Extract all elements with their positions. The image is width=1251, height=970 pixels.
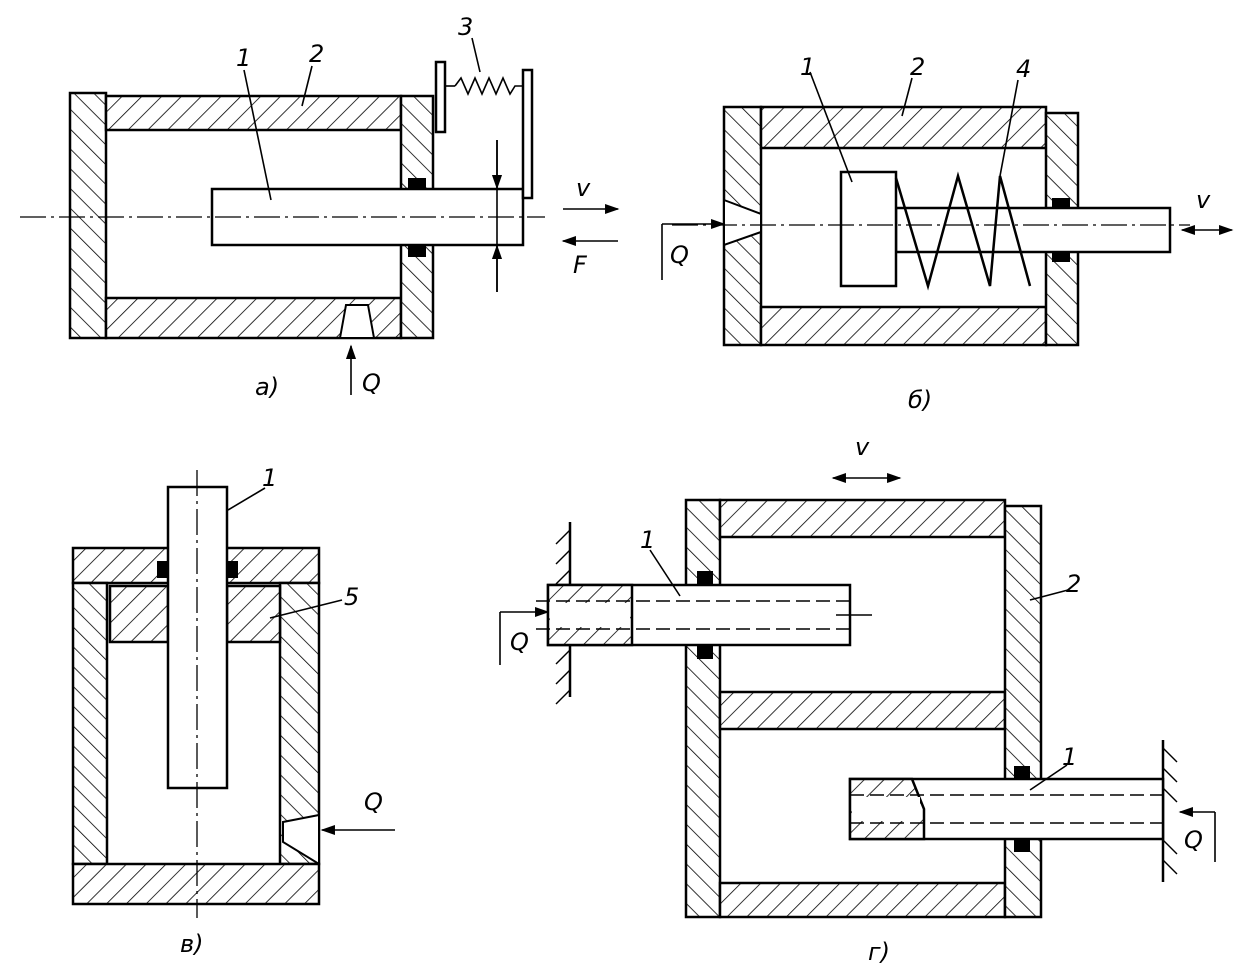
v-label-bushing: 5 — [344, 583, 359, 611]
g-seal-top-1 — [697, 571, 713, 584]
g-seal-bottom-1 — [1014, 766, 1030, 779]
g-label-flow-right: Q — [1184, 826, 1203, 854]
g-bottom-wall — [718, 881, 1007, 919]
b-label-piston: 1 — [800, 53, 815, 81]
a-label-velocity: v — [576, 174, 591, 202]
g-right-wall — [1003, 504, 1043, 919]
b-seal-bottom — [1052, 251, 1070, 262]
a-caption: а) — [255, 373, 279, 401]
a-seal-bottom — [408, 245, 426, 257]
b-inlet-port — [723, 198, 762, 247]
g-caption: г) — [868, 938, 890, 966]
g-label-velocity: v — [855, 433, 870, 461]
diagram-a: 1 2 3 v F Q а) — [20, 13, 620, 401]
diagram-v: 1 5 Q в) — [71, 464, 395, 958]
b-label-velocity: v — [1196, 186, 1211, 214]
v-seal-right — [227, 561, 238, 578]
b-spring — [894, 171, 1032, 291]
b-piston — [839, 170, 898, 288]
a-label-spring: 3 — [458, 13, 473, 41]
b-label-flow: Q — [670, 241, 689, 269]
diagram-b: 1 2 4 v Q б) — [661, 53, 1234, 414]
v-seal-left — [157, 561, 168, 578]
a-seal-top — [408, 178, 426, 190]
b-top-wall — [759, 105, 1048, 150]
v-inlet-port — [282, 813, 320, 866]
g-seal-top-2 — [697, 646, 713, 659]
a-label-housing: 2 — [309, 40, 324, 68]
b-bottom-wall — [759, 305, 1048, 347]
diagram-g: 1 1 2 v Q Q г) — [499, 433, 1216, 966]
a-label-flow: Q — [362, 369, 381, 397]
a-spring-plate-fixed — [434, 60, 447, 134]
v-bottom-wall — [71, 862, 321, 906]
b-caption: б) — [908, 386, 932, 414]
a-label-rod: 1 — [236, 44, 251, 72]
g-label-rod-bottom: 1 — [1062, 743, 1077, 771]
g-top-wall — [718, 498, 1007, 539]
b-label-housing: 2 — [910, 53, 925, 81]
b-rod — [894, 206, 1172, 254]
v-caption: в) — [180, 930, 204, 958]
v-left-wall — [71, 581, 109, 866]
g-left-wall — [684, 498, 722, 919]
v-label-flow: Q — [364, 788, 383, 816]
v-label-rod: 1 — [262, 464, 277, 492]
a-left-wall — [68, 91, 108, 340]
g-label-flow-left: Q — [510, 628, 529, 656]
v-bushing-left — [108, 584, 170, 644]
a-top-wall — [104, 94, 403, 132]
b-label-spring: 4 — [1016, 55, 1031, 83]
g-seal-bottom-2 — [1014, 839, 1030, 852]
a-spring-plate-moving — [521, 68, 534, 200]
g-middle-wall — [718, 690, 1007, 731]
a-spring — [454, 76, 523, 96]
a-inlet-port — [338, 304, 376, 339]
a-label-force: F — [573, 251, 588, 279]
b-seal-top — [1052, 198, 1070, 209]
v-bushing-right — [225, 584, 282, 644]
g-label-rod-top: 1 — [640, 526, 655, 554]
g-label-housing: 2 — [1066, 570, 1081, 598]
